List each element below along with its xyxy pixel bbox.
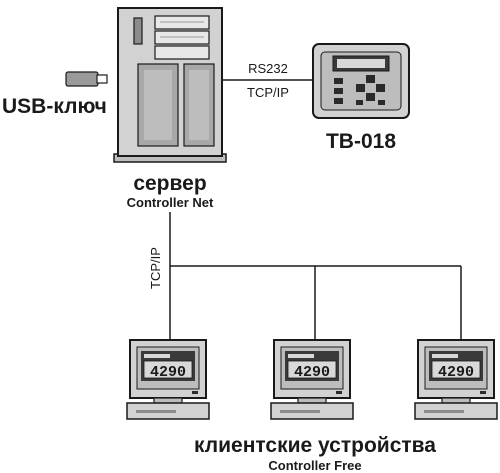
clients-label: клиентские устройства [194,434,436,457]
terminal-device-icon [312,43,410,119]
link-tcpip-label: TCP/IP [247,85,289,100]
client-display-value: 4290 [150,364,186,381]
usb-key-label: USB-ключ [2,95,107,118]
client-device-1: 4290 [126,339,210,420]
client-device-2: 4290 [270,339,354,420]
server-sublabel: Controller Net [127,195,214,210]
clients-sublabel: Controller Free [268,458,361,473]
usb-key-icon [65,71,108,87]
terminal-label: TB-018 [326,130,396,153]
network-bus [169,212,462,340]
client-device-3: 4290 [414,339,498,420]
link-rs232-label: RS232 [248,61,288,76]
server-label: сервер [133,172,206,195]
client-display-value: 4290 [438,364,474,381]
network-tcpip-label: TCP/IP [148,247,163,289]
client-display-value: 4290 [294,364,330,381]
server-tower-icon [113,7,227,163]
